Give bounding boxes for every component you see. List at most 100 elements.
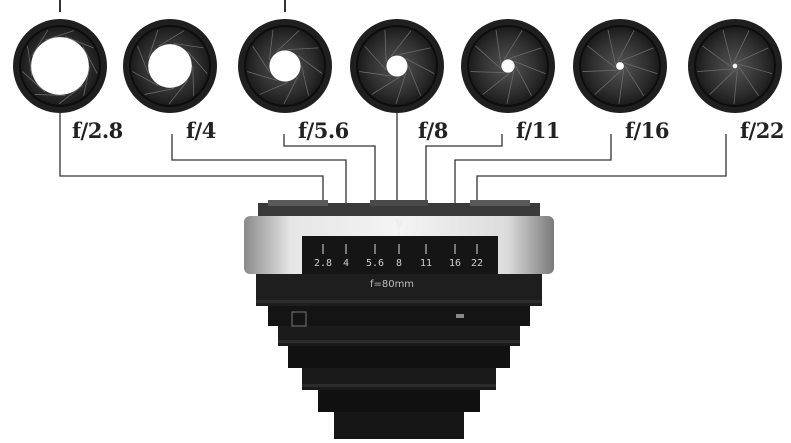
iris-blade xyxy=(173,43,204,49)
iris-blade xyxy=(276,30,300,52)
iris-blade xyxy=(594,70,622,95)
leader-line xyxy=(283,134,376,244)
iris-blade xyxy=(624,65,644,96)
aperture-opening xyxy=(148,44,192,88)
iris-blade xyxy=(582,69,618,72)
iris-blade xyxy=(287,47,319,51)
aperture-opening xyxy=(31,37,89,95)
scale-number: 5.6 xyxy=(365,258,385,269)
mount-tab xyxy=(268,200,328,206)
iris-blade xyxy=(283,76,299,105)
iris-blade xyxy=(132,71,159,87)
lens-barrel-tier xyxy=(334,412,464,439)
iris-blade xyxy=(482,73,510,95)
lens-barrel-tier xyxy=(318,390,480,412)
iris-blade xyxy=(617,30,635,62)
iris-blade xyxy=(168,80,188,105)
iris-blade xyxy=(22,71,46,93)
iris-blade xyxy=(364,45,387,71)
aperture-opening xyxy=(269,50,301,82)
aperture-disc xyxy=(688,19,782,113)
lens-barrel-tier xyxy=(288,346,510,368)
iris-blade xyxy=(187,51,208,74)
iris-blade xyxy=(587,45,616,68)
lens-barrel-tier xyxy=(268,306,530,326)
scale-number: 2.8 xyxy=(313,258,333,269)
iris-blade xyxy=(509,47,542,59)
leader-line xyxy=(454,134,612,244)
iris-blade xyxy=(738,65,759,96)
iris-blade xyxy=(297,55,323,74)
iris-blade xyxy=(269,29,274,61)
scale-number: 8 xyxy=(395,258,403,269)
iris-blade xyxy=(27,46,33,77)
iris-blade xyxy=(513,60,546,74)
iris-blade xyxy=(408,65,421,96)
iris-blade xyxy=(395,73,407,105)
iris-blade xyxy=(247,71,277,81)
iris-blade xyxy=(398,47,431,56)
lens-body xyxy=(244,200,554,439)
iris-blade xyxy=(65,36,94,49)
iris-blade xyxy=(58,84,84,105)
iris-blade xyxy=(390,30,412,57)
iris-blade xyxy=(515,65,532,96)
aperture-disc xyxy=(123,19,217,113)
barrel-ridge xyxy=(302,384,496,387)
fstop-label: f/8 xyxy=(418,118,448,143)
scale-number: 16 xyxy=(448,258,462,269)
iris-blade xyxy=(737,63,773,75)
iris-blade xyxy=(384,29,387,63)
iris-blade xyxy=(44,30,75,41)
iris-blade xyxy=(620,47,654,62)
focal-length-label: f=80mm xyxy=(369,279,415,290)
barrel-ridge xyxy=(278,340,520,343)
scale-number: 4 xyxy=(342,258,350,269)
iris-blade xyxy=(702,45,733,68)
lens-mount xyxy=(258,203,540,218)
aperture-scale-band xyxy=(302,236,498,274)
iris-blade xyxy=(371,77,400,95)
iris-blade xyxy=(709,69,736,95)
aperture-opening xyxy=(501,59,515,73)
aperture-opening xyxy=(386,55,408,77)
index-mark: V xyxy=(395,217,404,230)
aperture-discs xyxy=(13,19,782,113)
iris-blade xyxy=(31,29,49,56)
fstop-label: f/4 xyxy=(186,118,216,143)
iris-blade xyxy=(623,62,658,74)
iris-blade xyxy=(148,29,159,59)
iris-blade xyxy=(83,65,91,96)
iris-blade xyxy=(503,30,523,60)
iris-blade xyxy=(735,47,769,64)
aperture-disc xyxy=(238,19,332,113)
iris-blade xyxy=(607,29,616,65)
iris-blade xyxy=(301,65,310,96)
scale-number: 22 xyxy=(470,258,484,269)
aperture-disc xyxy=(13,19,107,113)
mount-tab xyxy=(470,200,530,206)
mount-tab xyxy=(370,200,428,206)
iris-blade xyxy=(722,29,733,65)
iris-blade xyxy=(259,81,289,95)
iris-blade xyxy=(359,71,392,77)
iris-blade xyxy=(405,58,435,74)
fstop-label: f/22 xyxy=(740,118,784,143)
iris-blade xyxy=(82,46,98,74)
iris-blade xyxy=(158,30,185,47)
iris-blade xyxy=(475,45,502,69)
fstop-label: f/5.6 xyxy=(298,118,349,143)
barrel-detail xyxy=(291,311,307,327)
aperture-opening xyxy=(732,63,738,69)
leader-line xyxy=(425,134,503,244)
fstop-label: f/16 xyxy=(625,118,669,143)
iris-blade xyxy=(192,65,195,96)
aperture-disc xyxy=(350,19,444,113)
iris-blade xyxy=(252,45,270,72)
iris-blade xyxy=(618,69,625,105)
iris-blade xyxy=(506,70,515,105)
iris-blade xyxy=(470,71,505,74)
iris-blade xyxy=(137,45,149,74)
